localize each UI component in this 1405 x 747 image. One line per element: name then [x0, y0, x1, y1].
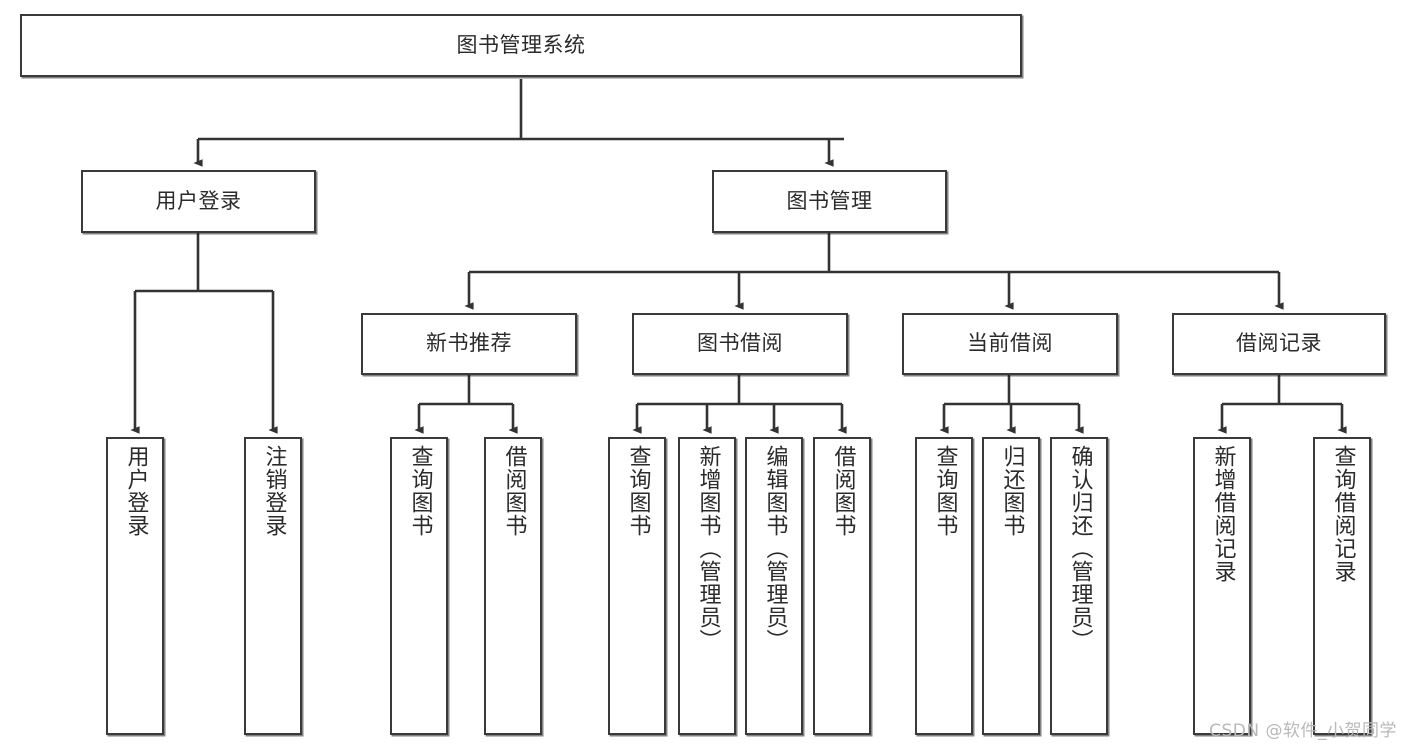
leaf-add-book-admin[interactable]: 新增图书（管理员） — [678, 437, 736, 735]
leaf-user-login[interactable]: 用户登录 — [106, 437, 164, 735]
node-label: 图书管理系统 — [456, 32, 586, 57]
leaf-logout-login[interactable]: 注销登录 — [244, 437, 302, 735]
node-label: 归还图书 — [999, 445, 1025, 537]
node-current-borrow[interactable]: 当前借阅 — [902, 313, 1118, 375]
leaf-query-book-current[interactable]: 查询图书 — [915, 437, 973, 735]
leaf-edit-book-admin[interactable]: 编辑图书（管理员） — [745, 437, 803, 735]
node-label: 查询图书 — [625, 445, 651, 537]
node-label: 注销登录 — [261, 445, 287, 537]
node-label: 新书推荐 — [426, 331, 512, 356]
leaf-borrow-book[interactable]: 借阅图书 — [813, 437, 871, 735]
leaf-query-book-borrow[interactable]: 查询图书 — [608, 437, 666, 735]
leaf-borrow-book-recommend[interactable]: 借阅图书 — [484, 437, 542, 735]
node-label: 查询借阅记录 — [1330, 445, 1356, 583]
leaf-confirm-return-admin[interactable]: 确认归还（管理员） — [1050, 437, 1108, 735]
node-root-book-management-system[interactable]: 图书管理系统 — [20, 14, 1022, 77]
node-label: 查询图书 — [932, 445, 958, 537]
node-label: 图书借阅 — [697, 331, 783, 356]
node-new-book-recommend[interactable]: 新书推荐 — [361, 313, 577, 375]
node-label: 确认归还（管理员） — [1067, 445, 1093, 652]
node-label: 借阅记录 — [1236, 331, 1322, 356]
node-label: 用户登录 — [155, 188, 242, 213]
node-label: 查询图书 — [407, 445, 433, 537]
node-book-management[interactable]: 图书管理 — [712, 170, 947, 233]
node-label: 借阅图书 — [501, 445, 527, 537]
node-label: 新增图书（管理员） — [695, 445, 721, 652]
node-label: 图书管理 — [786, 188, 873, 213]
leaf-query-book-recommend[interactable]: 查询图书 — [390, 437, 448, 735]
leaf-add-borrow-record[interactable]: 新增借阅记录 — [1193, 437, 1251, 735]
node-book-borrow[interactable]: 图书借阅 — [632, 313, 848, 375]
node-user-login[interactable]: 用户登录 — [81, 170, 316, 233]
leaf-query-borrow-record[interactable]: 查询借阅记录 — [1313, 437, 1371, 735]
node-label: 当前借阅 — [967, 331, 1053, 356]
node-label: 新增借阅记录 — [1210, 445, 1236, 583]
node-label: 编辑图书（管理员） — [762, 445, 788, 652]
node-label: 用户登录 — [123, 445, 149, 537]
leaf-return-book[interactable]: 归还图书 — [982, 437, 1040, 735]
node-label: 借阅图书 — [830, 445, 856, 537]
node-borrow-records[interactable]: 借阅记录 — [1172, 313, 1386, 375]
